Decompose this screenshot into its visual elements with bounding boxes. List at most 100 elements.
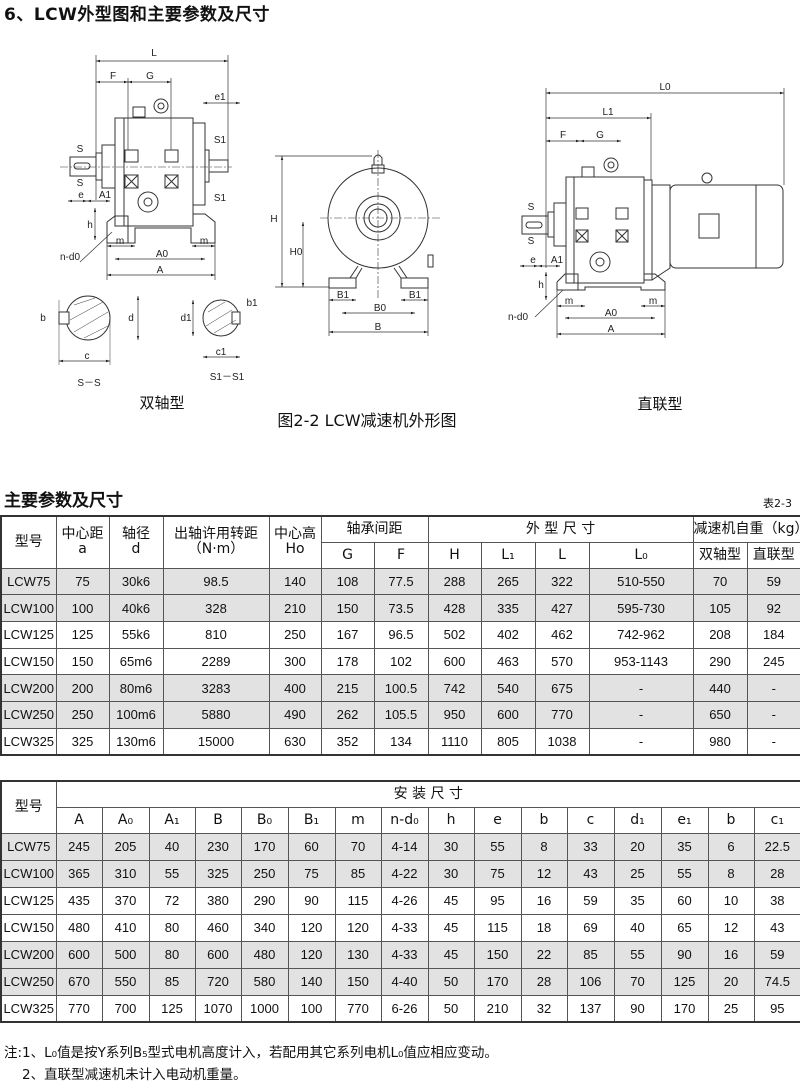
value-cell: 700 <box>101 994 150 1023</box>
subheader-cell: L₁ <box>480 541 536 569</box>
value-cell: 115 <box>334 886 382 915</box>
value-cell: 463 <box>480 647 536 676</box>
value-cell: 100m6 <box>108 700 164 729</box>
subheader-cell: n-d₀ <box>380 806 429 834</box>
header-installation-dimensions: 安 装 尺 寸 <box>55 780 800 808</box>
model-cell: LCW75 <box>0 567 57 596</box>
dim-S: S <box>77 178 84 189</box>
note-1: 注:1、L₀值是按Y系列B₅型式电机高度计入，若配用其它系列电机L₀值应相应变动… <box>4 1045 498 1061</box>
value-cell: 1038 <box>534 727 590 756</box>
value-cell: 600 <box>427 647 482 676</box>
main-parameters-table: 型号 中心距 a 轴径 d 出轴许用转距 （N·m） 中心高 Ho 轴承间距 外… <box>0 515 800 756</box>
value-cell: 365 <box>55 859 103 888</box>
value-cell: 170 <box>240 832 289 861</box>
dim-L0: L0 <box>659 82 671 93</box>
dim-G: G <box>146 71 154 82</box>
value-cell: 45 <box>427 886 475 915</box>
value-cell: 370 <box>101 886 150 915</box>
value-cell: 73.5 <box>373 594 429 622</box>
value-cell: 288 <box>427 567 482 596</box>
value-cell: 125 <box>148 994 196 1023</box>
value-cell: 167 <box>320 620 375 649</box>
value-cell: 55k6 <box>108 620 164 649</box>
model-cell: LCW200 <box>0 674 57 702</box>
value-cell: 115 <box>473 913 522 942</box>
section-s1-s1 <box>191 299 241 359</box>
direct-coupled-label: 直联型 <box>637 395 682 413</box>
value-cell: 410 <box>101 913 150 942</box>
value-cell: 50 <box>427 967 475 996</box>
model-cell: LCW250 <box>0 967 57 996</box>
header-model: 型号 <box>0 515 57 569</box>
value-cell: 480 <box>240 940 289 969</box>
value-cell: 402 <box>480 620 536 649</box>
value-cell: 950 <box>427 700 482 729</box>
value-cell: 80 <box>148 940 196 969</box>
dim-B0: B0 <box>374 303 387 314</box>
header-outline-dimensions: 外 型 尺 寸 <box>427 515 694 543</box>
dim-H: H <box>270 214 277 225</box>
value-cell: 75 <box>473 859 522 888</box>
model-cell: LCW325 <box>0 727 57 756</box>
dim-S: S <box>77 144 84 155</box>
dim-A1: A1 <box>99 190 112 201</box>
subheader-cell: A₀ <box>101 806 150 834</box>
value-cell: 55 <box>660 859 709 888</box>
value-cell: 95 <box>753 994 800 1023</box>
subheader-cell: A <box>55 806 103 834</box>
value-cell: 35 <box>660 832 709 861</box>
value-cell: 290 <box>240 886 289 915</box>
value-cell: 85 <box>566 940 615 969</box>
note-2: 2、直联型减速机未计入电动机重量。 <box>22 1067 247 1083</box>
value-cell: 130m6 <box>108 727 164 756</box>
value-cell: 92 <box>746 594 800 622</box>
table-number: 表2-3 <box>763 497 792 510</box>
model-cell: LCW75 <box>0 832 57 861</box>
value-cell: 60 <box>660 886 709 915</box>
value-cell: 65 <box>660 913 709 942</box>
value-cell: 95 <box>473 886 522 915</box>
value-cell: 720 <box>194 967 242 996</box>
dim-m: m <box>116 236 124 247</box>
value-cell: 40k6 <box>108 594 164 622</box>
value-cell: 22.5 <box>753 832 800 861</box>
subheader-cell: L₀ <box>588 541 694 569</box>
value-cell: 150 <box>55 647 110 676</box>
dim-n-d0: n-d0 <box>60 252 80 263</box>
dim-A0: A0 <box>156 249 169 260</box>
header-weight: 减速机自重（kg） <box>692 515 800 543</box>
value-cell: 59 <box>566 886 615 915</box>
header-torque: 出轴许用转距 （N·m） <box>162 515 270 569</box>
value-cell: 980 <box>692 727 748 756</box>
value-cell: 310 <box>101 859 150 888</box>
subheader-cell: B <box>194 806 242 834</box>
dim-S1: S1 <box>214 135 227 146</box>
subheader-cell: H <box>427 541 482 569</box>
value-cell: 28 <box>753 859 800 888</box>
value-cell: 335 <box>480 594 536 622</box>
value-cell: 250 <box>268 620 322 649</box>
value-cell: 770 <box>334 994 382 1023</box>
value-cell: 28 <box>520 967 568 996</box>
model-cell: LCW325 <box>0 994 57 1023</box>
value-cell: 510-550 <box>588 567 694 596</box>
value-cell: 140 <box>268 567 322 596</box>
value-cell: 300 <box>268 647 322 676</box>
value-cell: 550 <box>101 967 150 996</box>
value-cell: 30k6 <box>108 567 164 596</box>
value-cell: - <box>588 700 694 729</box>
value-cell: 540 <box>480 674 536 702</box>
model-cell: LCW150 <box>0 647 57 676</box>
value-cell: 8 <box>520 832 568 861</box>
value-cell: 570 <box>534 647 590 676</box>
dim-A: A <box>157 265 164 276</box>
value-cell: 70 <box>613 967 662 996</box>
value-cell: 4-40 <box>380 967 429 996</box>
value-cell: 400 <box>268 674 322 702</box>
value-cell: 12 <box>707 913 755 942</box>
